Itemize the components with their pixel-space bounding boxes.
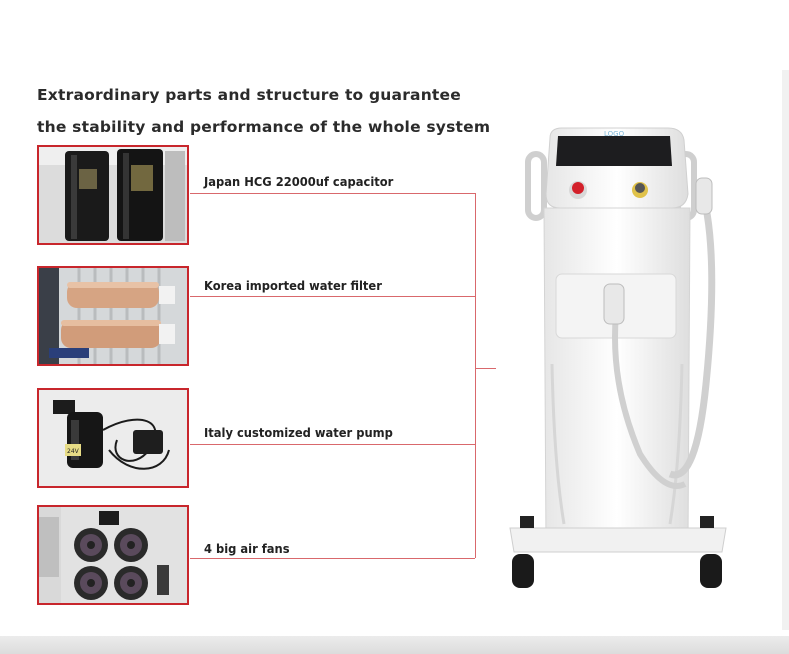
water-filter-photo [37,266,189,366]
water-filter-label: Korea imported water filter [204,278,382,293]
air-fans-leader-line [190,558,475,559]
water-pump-leader-line [190,444,475,445]
headline-line-1: Extraordinary parts and structure to gua… [37,86,461,104]
capacitor-leader-line [190,193,475,194]
pump-tag-text: 24V [67,448,80,455]
air-fans-label: 4 big air fans [204,541,290,556]
headline-line-2: the stability and performance of the who… [37,118,491,136]
screen-logo-text: LOGO [604,130,625,138]
water-pump-photo: 24V [37,388,189,488]
water-filter-leader-line [190,296,475,297]
water-pump-label: Italy customized water pump [204,425,393,440]
capacitor-label: Japan HCG 22000uf capacitor [204,174,394,189]
connector-vertical-line [475,193,476,558]
connector-branch-line [475,368,496,369]
air-fans-photo [37,505,189,605]
capacitor-icon [39,147,187,243]
right-edge-strip [782,70,789,630]
machine-icon: LOGO [509,127,727,588]
capacitor-photo [37,145,189,245]
laser-machine-illustration: LOGO [500,124,736,594]
water-filter-icon [39,268,187,364]
water-pump-icon: 24V [39,390,187,486]
bottom-band [0,636,789,654]
air-fans-icon [39,507,187,603]
